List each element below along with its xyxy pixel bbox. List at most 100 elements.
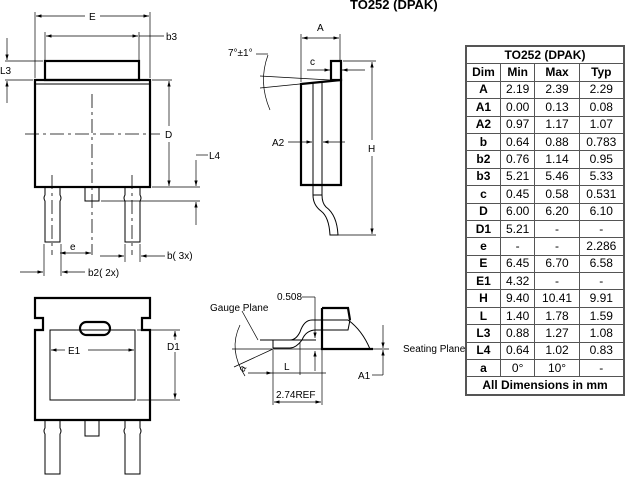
col-dim: Dim: [465, 63, 501, 82]
label-A1: A1: [358, 371, 371, 382]
dim-cell: H: [465, 289, 501, 308]
min-cell: 0.88: [499, 324, 536, 343]
label-ref: 2.74REF: [276, 390, 315, 401]
side-view: A c 7°±1° A2 H: [228, 23, 376, 236]
min-cell: 4.32: [499, 272, 536, 291]
drawing-title: TO252 (DPAK): [350, 0, 438, 12]
min-cell: 6.45: [499, 254, 536, 274]
dim-cell: L3: [465, 324, 501, 343]
typ-cell: 2.29: [578, 80, 625, 100]
max-cell: 1.78: [534, 306, 580, 326]
min-cell: 0°: [499, 359, 536, 378]
label-gauge-dim: 0.508: [277, 292, 302, 303]
label-L: L: [284, 362, 290, 373]
min-cell: 0.76: [499, 150, 536, 169]
min-cell: 5.21: [499, 167, 536, 187]
table-row: e--2.286: [465, 237, 625, 256]
label-L3: L3: [0, 66, 12, 77]
label-b3: b3: [166, 32, 178, 43]
max-cell: 5.46: [534, 167, 580, 187]
min-cell: 9.40: [499, 289, 536, 308]
max-cell: 1.14: [534, 150, 580, 169]
typ-cell: 1.59: [578, 306, 625, 326]
typ-cell: 5.33: [578, 167, 625, 187]
typ-cell: -: [578, 359, 625, 378]
label-e: e: [70, 242, 76, 253]
dim-cell: L: [465, 306, 501, 326]
dim-cell: b3: [465, 167, 501, 187]
label-E1: E1: [68, 346, 81, 357]
min-cell: -: [499, 237, 536, 256]
label-A: A: [317, 23, 324, 34]
typ-cell: 6.58: [578, 254, 625, 274]
typ-cell: 0.95: [578, 150, 625, 169]
min-cell: 0.00: [499, 98, 536, 117]
max-cell: 6.70: [534, 254, 580, 274]
package-drawings: E b3 L3 D L4 e b( 3x) b2( 2x): [0, 12, 465, 475]
typ-cell: 0.783: [578, 132, 625, 152]
dim-cell: c: [465, 185, 501, 204]
typ-cell: 0.08: [578, 98, 625, 117]
table-header: Dim Min Max Typ: [465, 63, 625, 82]
dim-cell: D1: [465, 219, 501, 239]
dim-cell: D: [465, 202, 501, 221]
label-D1: D1: [167, 342, 180, 353]
max-cell: -: [534, 272, 580, 291]
max-cell: 0.58: [534, 185, 580, 204]
label-L4: L4: [209, 151, 221, 162]
table-footer: All Dimensions in mm: [465, 376, 625, 396]
min-cell: 0.64: [499, 341, 536, 361]
label-A2: A2: [272, 138, 285, 149]
top-view: E b3 L3 D L4 e b( 3x) b2( 2x): [0, 12, 221, 279]
label-c: c: [310, 57, 315, 68]
max-cell: -: [534, 237, 580, 256]
col-min: Min: [499, 63, 536, 82]
typ-cell: 1.07: [578, 115, 625, 134]
table-title: TO252 (DPAK): [465, 45, 625, 65]
label-alpha: a: [237, 363, 250, 374]
min-cell: 2.19: [499, 80, 536, 100]
label-E: E: [89, 12, 96, 23]
max-cell: 0.88: [534, 132, 580, 152]
min-cell: 1.40: [499, 306, 536, 326]
max-cell: 10°: [534, 359, 580, 378]
dim-cell: A: [465, 80, 501, 100]
max-cell: 1.17: [534, 115, 580, 134]
min-cell: 0.45: [499, 185, 536, 204]
dim-cell: a: [465, 359, 501, 378]
min-cell: 6.00: [499, 202, 536, 221]
typ-cell: 9.91: [578, 289, 625, 308]
max-cell: 6.20: [534, 202, 580, 221]
typ-cell: 1.08: [578, 324, 625, 343]
col-typ: Typ: [578, 63, 625, 82]
label-b: b( 3x): [167, 251, 193, 262]
dim-cell: A1: [465, 98, 501, 117]
label-gauge-plane: Gauge Plane: [210, 303, 269, 314]
dim-cell: e: [465, 237, 501, 256]
min-cell: 0.97: [499, 115, 536, 134]
col-max: Max: [534, 63, 580, 82]
typ-cell: -: [578, 272, 625, 291]
dim-cell: b2: [465, 150, 501, 169]
label-angle: 7°±1°: [228, 48, 253, 59]
typ-cell: 0.83: [578, 341, 625, 361]
label-D: D: [165, 130, 172, 141]
max-cell: 10.41: [534, 289, 580, 308]
typ-cell: 2.286: [578, 237, 625, 256]
lead-profile-detail: a Gauge Plane 0.508 Seating Plane A1 L 2…: [210, 292, 465, 405]
max-cell: 0.13: [534, 98, 580, 117]
max-cell: -: [534, 219, 580, 239]
